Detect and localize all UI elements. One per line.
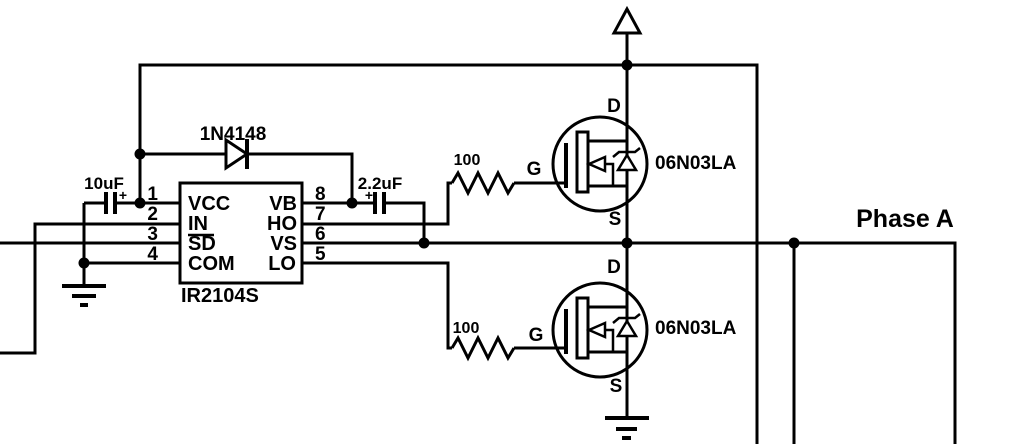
- ic-ir2104s: VCC IN SD COM VB HO VS LO 1 2 3 4 8 7 6 …: [147, 181, 326, 307]
- pin-name-lo: LO: [268, 253, 296, 275]
- resistor-gate-high: 100: [450, 152, 516, 197]
- supply-arrow-icon: [611, 5, 643, 35]
- wires: [0, 33, 957, 444]
- pin-name-vb: VB: [269, 193, 297, 215]
- phase-a-net-label: Phase A: [856, 205, 954, 233]
- bootstrap-cap-value-label: 2.2uF: [358, 174, 402, 193]
- wire-ho-pin7: [302, 181, 452, 226]
- mosfet-low-drain-label: D: [607, 257, 621, 278]
- mosfet-body-diode-cathode: [612, 147, 641, 158]
- wire-top-rail: [138, 63, 759, 444]
- ic-body: [178, 181, 304, 285]
- resistor-gate-low: 100: [450, 320, 516, 362]
- pin-number-8: 8: [315, 184, 326, 205]
- diode-1n4148: 1N4148: [200, 124, 267, 171]
- mosfet-substrate-arrow: [585, 155, 607, 173]
- pin-name-com: COM: [188, 253, 235, 275]
- junction-dot: [621, 59, 633, 71]
- vcc-cap-polarity-label: +: [119, 187, 127, 203]
- junction-dot: [134, 197, 146, 209]
- mosfet-low-side: G D S 06N03LA: [529, 257, 737, 397]
- junction-dot: [134, 148, 146, 160]
- pin-number-4: 4: [147, 244, 158, 265]
- junction-dot: [346, 197, 358, 209]
- diode-value-label: 1N4148: [200, 124, 267, 145]
- supply-arrow-head: [611, 5, 643, 35]
- mosfet-substrate-arrow: [585, 321, 607, 339]
- ground-icon-left: [62, 284, 106, 307]
- vcc-cap-value-label: 10uF: [84, 174, 124, 193]
- pin-name-in: IN: [188, 213, 208, 235]
- wire-in-pin2: [0, 222, 180, 355]
- cap-2.2uf: 2.2uF +: [358, 174, 402, 214]
- pin-name-vcc: VCC: [188, 193, 230, 215]
- pin-number-3: 3: [147, 224, 158, 245]
- wire-bootcap-to-vs: [386, 201, 426, 243]
- pin-name-vs: VS: [270, 233, 297, 255]
- junction-dot: [788, 237, 800, 249]
- mosfet-low-gate-label: G: [529, 325, 544, 346]
- diode-triangle: [224, 137, 250, 171]
- wire-vs-phase: [302, 241, 957, 444]
- mosfet-body-diode: [615, 152, 639, 172]
- pin-number-5: 5: [315, 244, 326, 265]
- mosfet-high-drain-label: D: [607, 96, 621, 117]
- mosfet-circle: [551, 281, 649, 379]
- gate-resistor-low-value: 100: [453, 320, 480, 337]
- wire-lo-pin5: [302, 261, 452, 350]
- resistor-zigzag: [450, 334, 516, 362]
- ground-icon-bottom: [605, 416, 649, 440]
- junction-dot: [418, 237, 430, 249]
- mosfet-circle: [551, 115, 649, 213]
- junction-dots: [78, 59, 800, 269]
- mosfet-substrate-link: [605, 328, 615, 352]
- mosfet-high-source-label: S: [609, 209, 622, 230]
- mosfet-channel-bar: [575, 130, 590, 194]
- pin-number-2: 2: [147, 204, 158, 225]
- bootstrap-cap-polarity-label: +: [365, 187, 373, 203]
- pin-name-sd: SD: [188, 233, 216, 255]
- gate-resistor-high-value: 100: [454, 152, 481, 169]
- pin-number-7: 7: [315, 204, 326, 225]
- mosfet-body-diode-cathode: [612, 313, 641, 324]
- resistor-zigzag: [450, 169, 516, 197]
- pin-name-ho: HO: [267, 213, 297, 235]
- mosfet-high-part-label: 06N03LA: [655, 153, 737, 174]
- mosfet-body-diode: [615, 318, 639, 338]
- cap-10uf: 10uF +: [84, 174, 127, 214]
- ic-part-label: IR2104S: [181, 285, 259, 307]
- mosfet-high-gate-label: G: [527, 159, 542, 180]
- junction-dot: [78, 257, 90, 269]
- mosfet-channel-bar: [575, 296, 590, 360]
- wire-diode-cathode: [247, 152, 354, 203]
- pin-number-1: 1: [147, 184, 158, 205]
- mosfet-low-source-label: S: [610, 376, 623, 397]
- pin-number-6: 6: [315, 224, 326, 245]
- mosfet-high-side: G D S 06N03LA: [527, 96, 737, 230]
- junction-dot: [621, 237, 633, 249]
- mosfet-substrate-link: [605, 162, 615, 186]
- mosfet-low-part-label: 06N03LA: [655, 318, 737, 339]
